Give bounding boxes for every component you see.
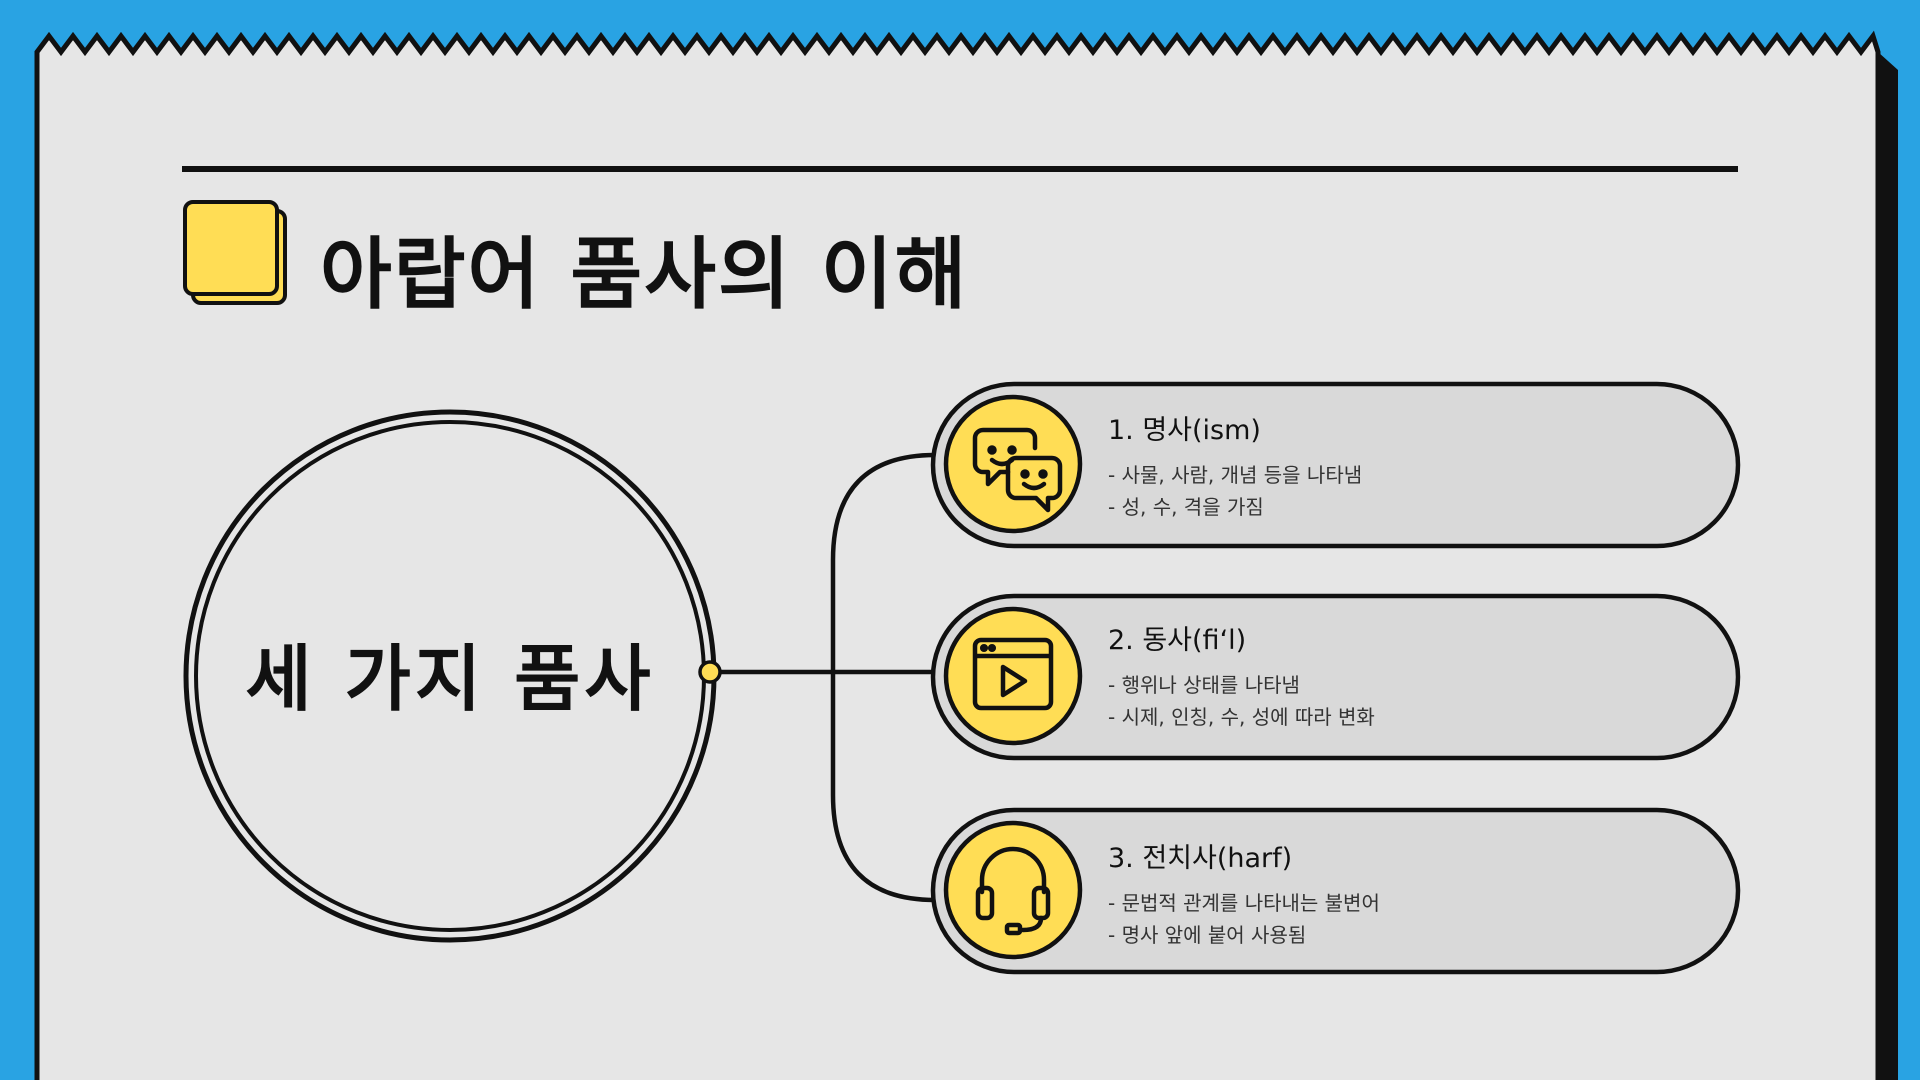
item-2-line-2: - 시제, 인칭, 수, 성에 따라 변화 [1108, 705, 1375, 729]
item-pill-3 [930, 807, 1741, 975]
paper-shadow [1878, 52, 1898, 1080]
connector-node [698, 660, 722, 684]
item-2-text: 2. 동사(fi‘l) - 행위나 상태를 나타냄 - 시제, 인칭, 수, 성… [1108, 618, 1708, 733]
chat-bubbles-icon [972, 427, 1063, 513]
item-1-title: 1. 명사(ism) [1108, 415, 1261, 446]
item-3-line-1: - 문법적 관계를 나타내는 불변어 [1108, 891, 1380, 915]
item-3-title: 3. 전치사(harf) [1108, 843, 1293, 874]
item-3-line-2: - 명사 앞에 붙어 사용됨 [1108, 923, 1307, 947]
item-2-title: 2. 동사(fi‘l) [1108, 625, 1247, 656]
title-badge-icon [183, 200, 287, 305]
page-title: 아랍어 품사의 이해 [320, 230, 969, 320]
item-1-text: 1. 명사(ism) - 사물, 사람, 개념 등을 나타냄 - 성, 수, 격… [1108, 408, 1708, 523]
connector-lines [710, 452, 940, 903]
item-pill-1 [930, 381, 1741, 549]
item-1-line-2: - 성, 수, 격을 가짐 [1108, 495, 1264, 519]
item-2-line-1: - 행위나 상태를 나타냄 [1108, 673, 1300, 697]
item-1-line-1: - 사물, 사람, 개념 등을 나타냄 [1108, 463, 1363, 487]
center-label: 세 가지 품사 [245, 637, 655, 721]
item-pill-2 [930, 593, 1741, 761]
video-player-icon [972, 637, 1054, 711]
headphones-icon [975, 846, 1051, 936]
item-3-text: 3. 전치사(harf) - 문법적 관계를 나타내는 불변어 - 명사 앞에 … [1108, 836, 1708, 951]
